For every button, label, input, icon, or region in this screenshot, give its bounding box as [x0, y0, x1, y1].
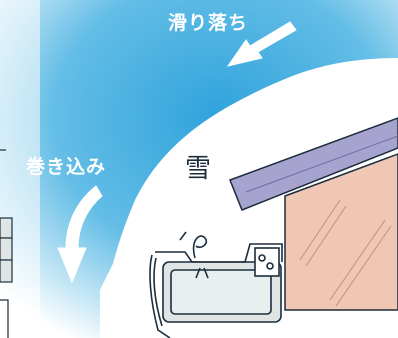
curved-arrow-down-icon — [57, 185, 103, 284]
roof — [229, 117, 398, 211]
slide-off-label: 滑り落ち — [168, 12, 249, 34]
arrow-down-left-icon — [226, 21, 297, 67]
gutter-unit — [149, 231, 283, 338]
wrap-around-label: 巻き込み — [26, 156, 107, 178]
snow-label: 雪 — [185, 154, 213, 184]
left-structure — [0, 149, 13, 338]
wall — [284, 153, 398, 311]
